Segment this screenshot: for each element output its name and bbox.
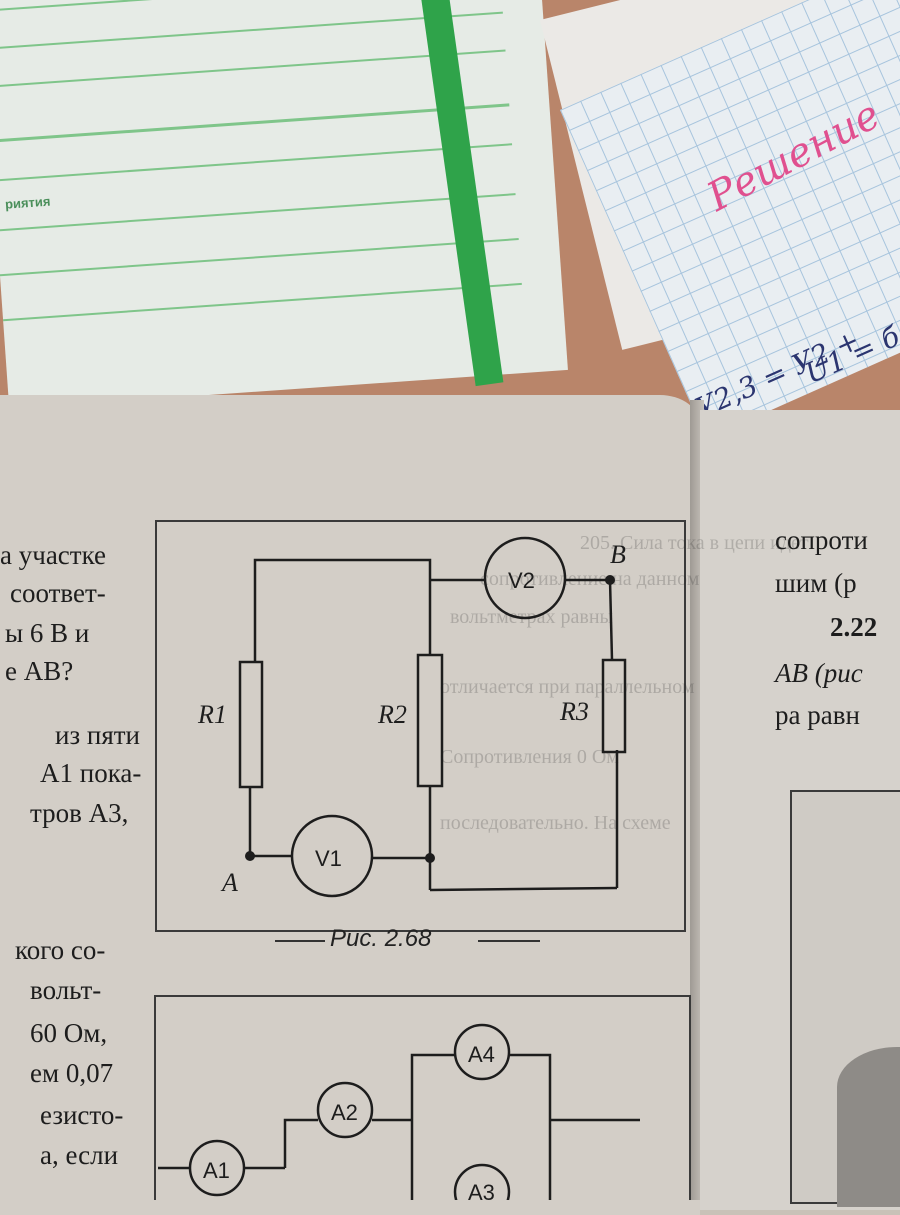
ammeter-a4 <box>453 1023 511 1081</box>
voltmeter-v1-label: V1 <box>315 846 342 871</box>
text-line: из пяти <box>55 720 140 750</box>
ammeter-a3-label: A3 <box>468 1180 495 1200</box>
resistor-r1 <box>238 660 264 789</box>
text-line: ем 0,07 <box>30 1058 114 1088</box>
text-line: соответ- <box>10 578 106 608</box>
figure-2-68-frame <box>155 520 686 932</box>
text-line: AB (рис <box>775 658 863 688</box>
wire-top-left <box>253 558 432 662</box>
text-line: езисто- <box>40 1100 124 1130</box>
bleed-through-text: Сопротивления 0 Ом <box>440 746 619 768</box>
caption-rule-right <box>478 940 540 942</box>
ammeter-a3 <box>453 1163 511 1200</box>
ammeter-a2 <box>316 1081 374 1139</box>
resistor-r2 <box>416 653 444 788</box>
textbook-left-page <box>0 395 700 1215</box>
text-line: A1 пока- <box>40 758 142 788</box>
text-line: а участке <box>0 540 107 570</box>
bleed-through-text: отличается при параллельном <box>440 676 695 698</box>
node-a-dot <box>245 851 255 861</box>
node-junction-dot <box>425 853 435 863</box>
text-line: а, если <box>40 1140 119 1170</box>
wire-right-branch <box>509 1053 552 1200</box>
right-figure-frame <box>790 790 900 1207</box>
node-b-dot <box>605 575 615 585</box>
wire-up-to-a2 <box>283 1118 318 1168</box>
wire-bottom <box>429 886 618 892</box>
label-r3: R3 <box>560 697 589 726</box>
text-line: 60 Ом, <box>30 1018 108 1048</box>
voltmeter-v2-label: V2 <box>508 568 535 593</box>
label-r2: R2 <box>378 700 407 729</box>
text-line: вольт- <box>30 975 102 1005</box>
wire-left-branch <box>410 1053 455 1200</box>
voltmeter-v2 <box>483 536 567 620</box>
caption-rule-left <box>275 940 325 942</box>
wire-b-to-r3 <box>608 579 614 661</box>
figure-2-69-frame <box>154 995 691 1200</box>
text-line: кого со- <box>15 935 106 965</box>
text-line: ра равн <box>775 700 860 730</box>
bleed-through-text: 205. Сила тока в цепи идет <box>580 532 809 554</box>
problem-number: 2.22 <box>830 612 878 642</box>
text-line: ы 6 В и <box>5 618 90 648</box>
voltmeter-v1 <box>290 814 374 898</box>
resistor-r3 <box>601 658 627 754</box>
figure-caption: Рис. 2.68 <box>330 925 432 952</box>
text-line: шим (р <box>775 568 857 598</box>
text-line: сопроти <box>775 525 868 555</box>
text-line: е AB? <box>5 656 74 686</box>
ammeter-a2-label: A2 <box>331 1100 358 1125</box>
text-line: тров A3, <box>30 798 129 828</box>
label-node-a: A <box>222 868 238 897</box>
ammeter-a4-label: A4 <box>468 1042 495 1067</box>
label-r1: R1 <box>198 700 227 729</box>
ammeter-a1-label: A1 <box>203 1158 230 1183</box>
right-figure-device <box>837 1047 900 1207</box>
bleed-through-text: последовательно. На схеме <box>440 812 671 834</box>
label-node-b: B <box>610 540 626 569</box>
